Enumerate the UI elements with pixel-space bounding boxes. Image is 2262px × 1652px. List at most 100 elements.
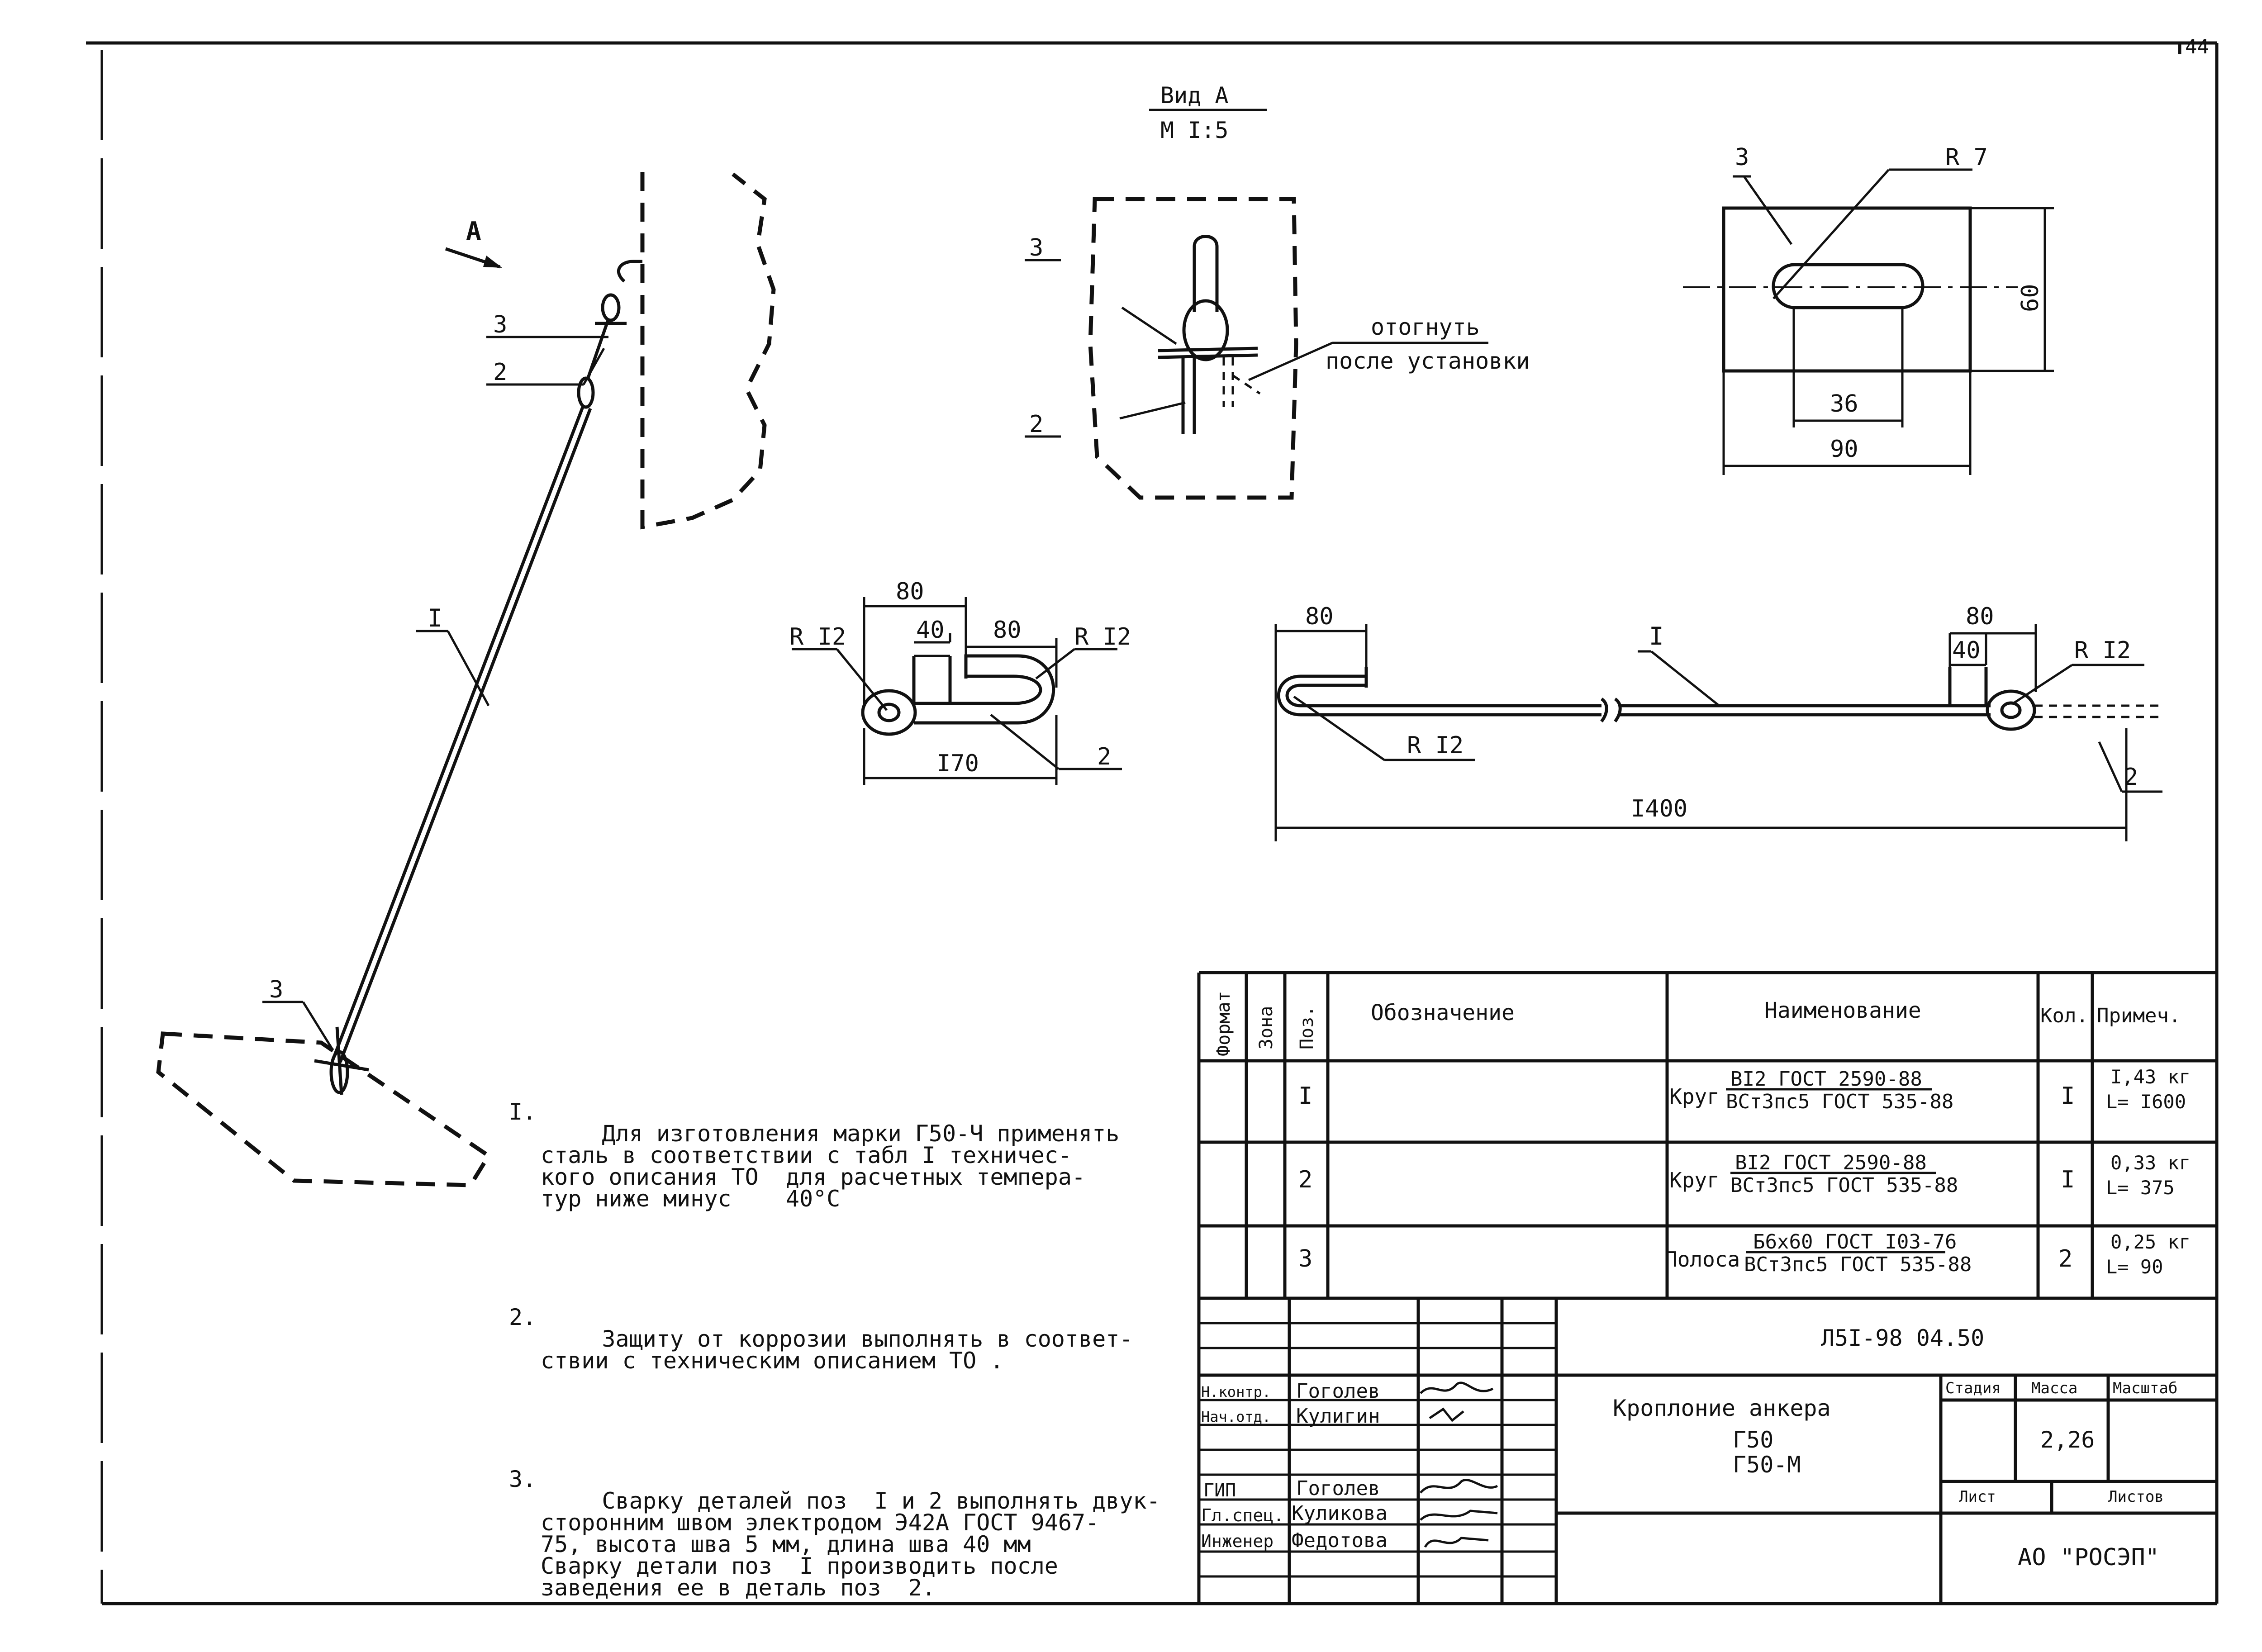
eye-length: I70 xyxy=(936,750,979,777)
eye-overall-top: 80 xyxy=(896,578,924,605)
header-pos: Поз. xyxy=(1297,1006,1317,1049)
sheet-number: 44 xyxy=(2185,35,2209,58)
row3-note2: L= 90 xyxy=(2106,1256,2163,1278)
note-1: I. Для изготовления марки Г50-Ч применят… xyxy=(509,1079,1188,1231)
doc-code: Л5I-98 04.50 xyxy=(1821,1325,1984,1351)
row1-qty: I xyxy=(2061,1082,2075,1110)
general-notes: I. Для изготовления марки Г50-Ч применят… xyxy=(509,1036,1188,1652)
signer-name-2: Кулигин xyxy=(1296,1405,1380,1428)
row2-pos: 2 xyxy=(1298,1166,1312,1193)
signer-role-4: Гл.спец. xyxy=(1201,1505,1284,1525)
callout-pos3-top: 3 xyxy=(493,311,507,338)
mass-label: Масса xyxy=(2031,1379,2077,1397)
note-2: 2. Защиту от коррозии выполнять в соотве… xyxy=(509,1285,1188,1393)
view-arrow-label: А xyxy=(466,217,481,246)
header-name: Наименование xyxy=(1764,998,1921,1023)
row1-name-top: ВI2 ГОСТ 2590-88 xyxy=(1730,1068,1922,1091)
rod-left-hook: 80 xyxy=(1305,603,1334,630)
rod-length: I400 xyxy=(1631,795,1687,822)
signer-role-5: Инженер xyxy=(1201,1531,1274,1551)
title-line1: Кроплоние анкера xyxy=(1613,1395,1831,1421)
row2-name-prefix: Круг xyxy=(1669,1168,1720,1192)
signer-role-3: ГИП xyxy=(1203,1480,1236,1501)
signatures xyxy=(1420,1381,1498,1548)
row1-name-prefix: Круг xyxy=(1669,1084,1720,1109)
rod-r-right: R I2 xyxy=(2074,637,2131,664)
header-zone: Зона xyxy=(1256,1006,1277,1049)
header-designation: Обозначение xyxy=(1371,1000,1515,1025)
signer-name-5: Федотова xyxy=(1292,1529,1388,1552)
bend-note-line2: после установки xyxy=(1326,348,1530,374)
title-line3: Г50-М xyxy=(1733,1452,1801,1478)
signer-role-2: Нач.отд. xyxy=(1201,1408,1271,1425)
row2-note1: 0,33 кг xyxy=(2110,1152,2191,1174)
bend-note-line1: отогнуть xyxy=(1371,314,1480,340)
row3-qty: 2 xyxy=(2058,1245,2072,1272)
plate-slot: 36 xyxy=(1830,390,1858,418)
rod-weld: 40 xyxy=(1952,637,1981,664)
eye-pos: 2 xyxy=(1097,743,1111,770)
signer-name-3: Гоголев xyxy=(1296,1477,1380,1500)
rod-pos-eye: 2 xyxy=(2124,764,2138,791)
row1-note1: I,43 кг xyxy=(2110,1066,2191,1088)
rod-r-left: R I2 xyxy=(1407,732,1464,759)
eye-r-left: R I2 xyxy=(789,623,846,650)
row3-name-bottom: ВСт3пс5 ГОСТ 535-88 xyxy=(1744,1253,1972,1276)
plate-height: 60 xyxy=(2017,284,2044,312)
note-1-num: I. xyxy=(509,1099,537,1125)
rod-detail xyxy=(1274,624,2162,841)
view-a-pos2: 2 xyxy=(1029,411,1043,438)
note-3: 3. Сварку деталей поз I и 2 выполнять дв… xyxy=(509,1447,1188,1620)
row2-name-top: ВI2 ГОСТ 2590-88 xyxy=(1735,1151,1927,1174)
header-note: Примеч. xyxy=(2097,1004,2181,1027)
row2-qty: I xyxy=(2061,1166,2075,1193)
eye-detail xyxy=(792,597,1122,785)
view-a-detail xyxy=(1088,197,1298,500)
row3-note1: 0,25 кг xyxy=(2110,1231,2191,1253)
callout-pos2-top: 2 xyxy=(493,359,507,386)
eye-hook: 80 xyxy=(993,617,1022,644)
plate-width: 90 xyxy=(1830,436,1858,463)
row1-pos: I xyxy=(1298,1082,1312,1110)
general-view xyxy=(156,172,776,1187)
plate-detail xyxy=(1683,168,2054,475)
header-qty: Кол. xyxy=(2040,1004,2088,1027)
row3-name-top: Б6х60 ГОСТ I03-76 xyxy=(1753,1230,1957,1253)
sheets-label: Листов xyxy=(2108,1488,2164,1506)
scale-label: Масштаб xyxy=(2113,1379,2177,1397)
note-3-text: Сварку деталей поз I и 2 выполнять двук-… xyxy=(541,1488,1160,1601)
stage-label: Стадия xyxy=(1945,1379,2001,1397)
row2-name-bottom: ВСт3пс5 ГОСТ 535-88 xyxy=(1730,1174,1958,1197)
company-name: АО "РОСЭП" xyxy=(2018,1544,2159,1571)
view-a-title: Вид А xyxy=(1160,82,1229,109)
sheet-label: Лист xyxy=(1959,1488,1996,1506)
rod-pos: I xyxy=(1649,622,1664,650)
row2-note2: L= 375 xyxy=(2106,1177,2175,1199)
note-3-num: 3. xyxy=(509,1466,537,1492)
mass-value: 2,26 xyxy=(2040,1427,2095,1453)
header-format: Формат xyxy=(1213,991,1234,1057)
sheet-frame xyxy=(86,41,2219,1605)
row3-pos: 3 xyxy=(1298,1245,1312,1272)
row1-name-bottom: ВСт3пс5 ГОСТ 535-88 xyxy=(1726,1090,1953,1113)
signer-name-4: Куликова xyxy=(1292,1502,1388,1525)
title-block-grid xyxy=(1199,1298,2217,1604)
rod-right-hook: 80 xyxy=(1966,603,1994,630)
signer-name-1: Гоголев xyxy=(1296,1380,1380,1403)
row1-note2: L= I600 xyxy=(2106,1091,2186,1113)
note-2-num: 2. xyxy=(509,1304,537,1330)
view-a-pos3: 3 xyxy=(1029,234,1043,261)
plate-radius: R 7 xyxy=(1945,144,1988,171)
title-line2: Г50 xyxy=(1733,1427,1773,1453)
note-2-text: Защиту от коррозии выполнять в соответ- … xyxy=(541,1326,1133,1374)
view-a-scale: М I:5 xyxy=(1160,117,1229,143)
eye-weld: 40 xyxy=(916,617,945,644)
callout-pos1: I xyxy=(428,604,442,632)
signer-role-1: Н.контр. xyxy=(1201,1383,1271,1400)
plate-pos: 3 xyxy=(1735,144,1749,171)
row3-name-prefix: Полоса xyxy=(1665,1247,1740,1272)
eye-r-right: R I2 xyxy=(1074,623,1131,650)
note-1-text: Для изготовления марки Г50-Ч применять с… xyxy=(541,1120,1120,1212)
